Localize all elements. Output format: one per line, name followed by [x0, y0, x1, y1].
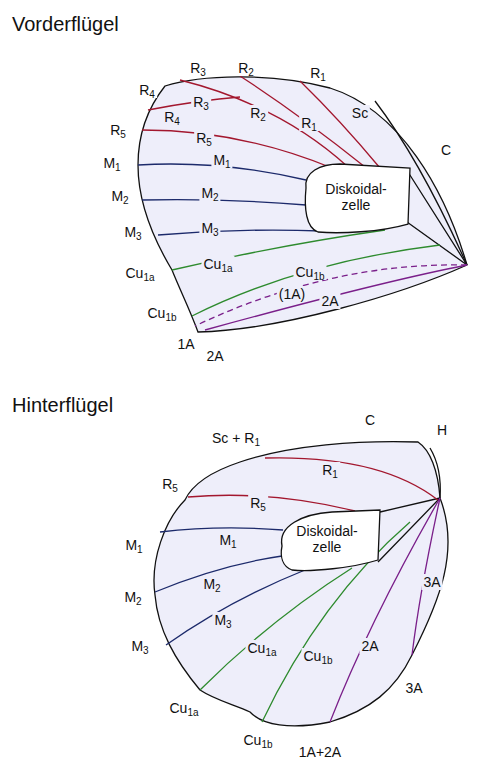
vein-label: R1 — [299, 115, 319, 131]
vein-label: 3A — [421, 574, 442, 590]
vein-label: R5 — [108, 122, 128, 138]
vein-label: 2A — [359, 638, 380, 654]
forewing-outline — [138, 77, 467, 332]
vein-label: 1A+2A — [297, 744, 343, 760]
vein-label: R2 — [248, 105, 268, 121]
vein-label: R1 — [320, 462, 340, 478]
wing-title: Hinterflügel — [12, 393, 113, 417]
vein-label: Cu1a — [123, 265, 156, 281]
vein-label: (1A) — [277, 286, 307, 302]
vein-label: R1 — [308, 65, 328, 81]
vein-label: H — [435, 422, 449, 438]
vein-label: M1 — [101, 155, 122, 171]
vein-label: M3 — [199, 220, 220, 236]
vein-label: Cu1b — [293, 264, 326, 280]
discal-cell: Diskoidal- zelle — [300, 158, 412, 236]
vein-label: R2 — [236, 60, 256, 76]
vein-label: M1 — [123, 537, 144, 553]
vein-label: Cu1a — [167, 700, 200, 716]
vein-label: M1 — [211, 152, 232, 168]
vein-label: 3A — [403, 680, 424, 696]
hindwing-outline — [154, 442, 448, 726]
r5-vein — [142, 130, 332, 168]
vein-label: M3 — [122, 224, 143, 240]
vein-label: 2A — [319, 293, 340, 309]
humeral-vein — [430, 448, 440, 498]
vein-label: C — [439, 142, 453, 158]
vein-label: Cu1a — [201, 256, 234, 272]
vein-label: R3 — [191, 94, 211, 110]
2a-vein — [205, 265, 467, 330]
r2-vein — [240, 76, 365, 167]
vein-label: M2 — [201, 576, 222, 592]
vein-label: R5 — [194, 130, 214, 146]
vein-label: M2 — [199, 185, 220, 201]
cell-label: Diskoidal- zelle — [319, 181, 393, 213]
vein-label: M2 — [109, 188, 130, 204]
m3-vein — [158, 230, 322, 235]
r1-vein — [300, 81, 380, 168]
m3-vein — [166, 570, 305, 645]
vein-label: R5 — [160, 476, 180, 492]
cell-text-box: Diskoidal- zelle — [319, 181, 393, 213]
m2-vein — [142, 200, 306, 205]
vein-label: M3 — [129, 638, 150, 654]
vein-label: R3 — [188, 60, 208, 76]
cell-base — [407, 172, 467, 265]
vein-label: M2 — [122, 589, 143, 605]
cu1b-vein — [192, 245, 440, 316]
vein-label: 1A — [175, 336, 196, 352]
vein-label: 2A — [204, 348, 225, 364]
vein-label: Sc + R1 — [210, 430, 262, 446]
vein-label: Cu1b — [301, 648, 334, 664]
vein-label: R4 — [162, 109, 182, 125]
r5-vein — [188, 495, 355, 511]
sc-r1-vein — [265, 458, 438, 500]
vein-label: Cu1b — [241, 732, 274, 748]
cell-label: Diskoidal- zelle — [290, 523, 364, 555]
cu1a-vein — [200, 568, 352, 690]
vein-label: R5 — [248, 495, 268, 511]
vein-label: M1 — [217, 532, 238, 548]
vein-label: C — [363, 412, 377, 428]
discal-cell: Diskoidal- zelle — [272, 506, 382, 572]
vein-label: Cu1b — [145, 305, 178, 321]
wing-title: Vorderflügel — [12, 12, 119, 36]
vein-label: M3 — [212, 612, 233, 628]
vein-label: Cu1a — [245, 640, 278, 656]
vein-label: R4 — [137, 82, 157, 98]
vein-label: Sc — [350, 105, 370, 121]
cell-base — [378, 498, 440, 562]
r3-vein — [180, 80, 348, 167]
cell-text-box: Diskoidal- zelle — [290, 523, 364, 555]
